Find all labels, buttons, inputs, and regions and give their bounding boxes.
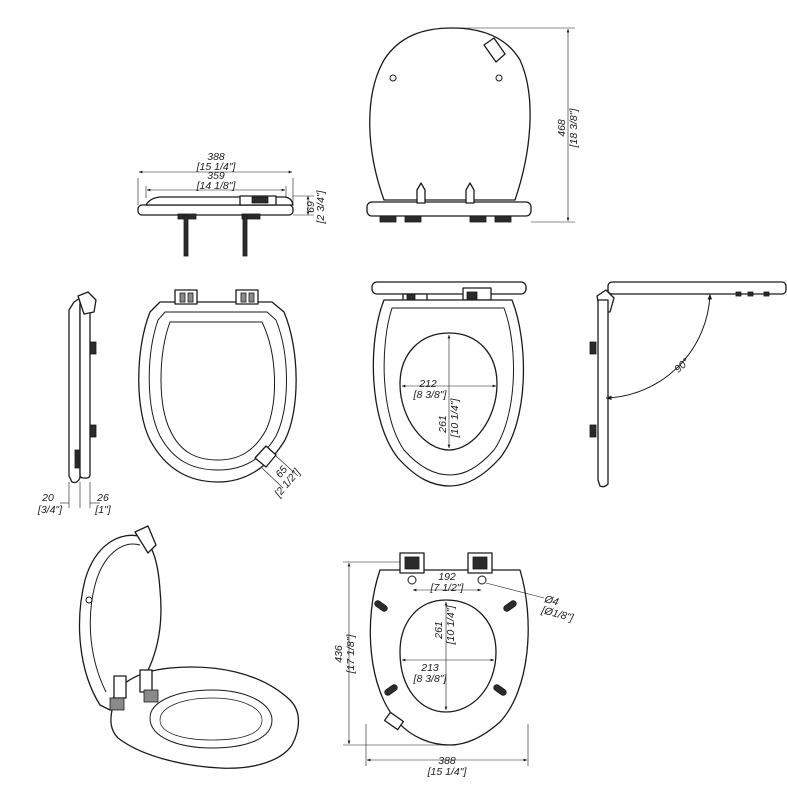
angle-view-seat xyxy=(597,299,609,488)
profile-view: 20 [3/4"] 26 [1"] xyxy=(37,291,112,516)
dim-bottom-width-mm: 388 xyxy=(438,755,456,767)
dim-hole-spacing-in: [7 1/2"] xyxy=(430,582,465,594)
dim-opening-width-mm: 212 xyxy=(418,378,437,390)
dim-hole-dia-mm: Ø4 xyxy=(542,593,560,609)
rear-view-lid xyxy=(369,27,531,201)
angle-arc xyxy=(605,293,713,401)
iso-view-seat xyxy=(110,666,300,769)
side-view-seat xyxy=(137,204,294,216)
dim-inner-mm: 359 xyxy=(207,170,225,182)
dim-width-mm: 388 xyxy=(207,151,225,163)
profile-view-lid xyxy=(68,297,81,484)
opening-view-lid xyxy=(371,281,527,295)
dim-bottom-length-in: [17 1/8"] xyxy=(345,634,357,675)
dim-profile-a-in: [3/4"] xyxy=(37,504,63,516)
bottom-view-hole xyxy=(399,599,497,713)
dim-hole-dia-in: [Ø1/8"] xyxy=(539,604,575,624)
rear-view: 468 [18 3/8"] xyxy=(366,27,580,223)
side-view: 388 [15 1/4"] 359 [14 1/8"] 69 [2 3/4"] xyxy=(137,151,327,257)
dim-bottom-open-width-in: [8 3/8"] xyxy=(413,673,448,685)
dim-profile-a-mm: 20 xyxy=(41,492,54,504)
dim-hole-spacing-mm: 192 xyxy=(438,571,456,583)
dim-rear-height-in: [18 3/8"] xyxy=(568,108,580,149)
opening-view: 212 [8 3/8"] 261 [10 1/4"] xyxy=(371,281,527,487)
dim-angle: 90° xyxy=(672,356,692,376)
dim-height-in: [2 3/4"] xyxy=(315,189,327,224)
dim-opening-length-mm: 261 xyxy=(437,415,449,434)
dim-inner-in: [14 1/8"] xyxy=(196,180,237,192)
dim-opening-length-in: [10 1/4"] xyxy=(449,398,461,439)
dim-bottom-open-length-in: [10 1/4"] xyxy=(445,605,457,646)
dim-opening-width-in: [8 3/8"] xyxy=(413,389,448,401)
dim-bottom-width-in: [15 1/4"] xyxy=(427,766,468,778)
dim-bottom-length-mm: 436 xyxy=(333,645,345,663)
seat-view: 65 [2 1/2"] xyxy=(138,289,304,500)
rear-view-hinge xyxy=(416,182,426,204)
profile-view-seat xyxy=(79,301,91,479)
dim-profile-b-in: [1"] xyxy=(94,504,111,516)
rear-view-seat xyxy=(366,201,532,217)
dim-height-mm: 69 xyxy=(305,201,317,213)
seat-view-outer xyxy=(138,301,297,483)
dim-rear-height-mm: 468 xyxy=(556,119,568,137)
dim-bottom-open-length-mm: 261 xyxy=(433,621,445,640)
iso-view-opening xyxy=(149,689,273,749)
dim-width-in: [15 1/4"] xyxy=(196,161,237,173)
seat-view-bumper xyxy=(254,445,277,468)
angle-view-lid xyxy=(607,281,787,295)
iso-view-lid xyxy=(78,534,162,711)
side-view-bolt xyxy=(183,214,189,257)
isometric-view xyxy=(78,525,300,769)
dim-bottom-open-width-mm: 213 xyxy=(420,662,439,674)
seat-view-inner xyxy=(148,311,287,471)
dim-profile-b-mm: 26 xyxy=(96,492,109,504)
bottom-view: 192 [7 1/2"] Ø4 [Ø1/8"] 261 [10 1/4"] 21… xyxy=(333,552,576,778)
rear-view-hinge xyxy=(465,182,475,204)
side-view-bolt xyxy=(242,214,248,257)
angle-view: 90° xyxy=(589,281,787,488)
